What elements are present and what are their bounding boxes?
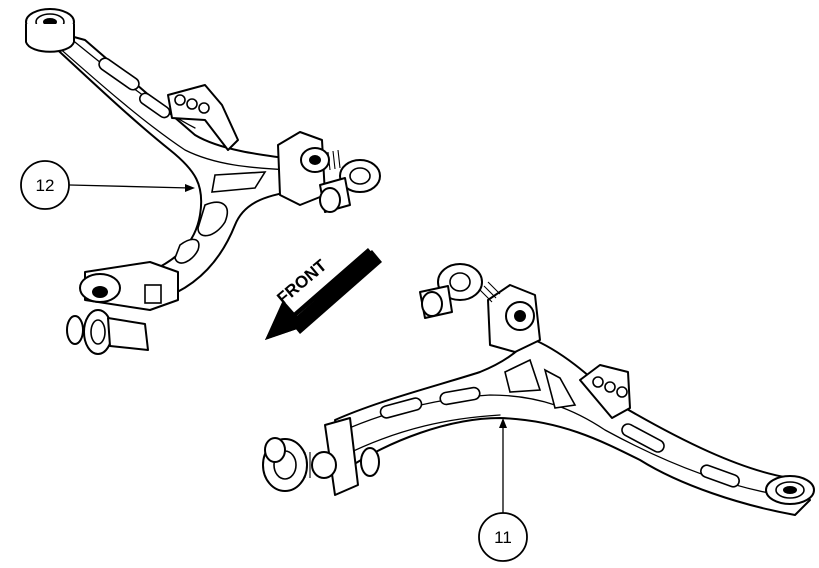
leader-arrowhead-11 bbox=[499, 418, 507, 428]
leader-arrowhead-12 bbox=[185, 184, 195, 192]
callout-number-11: 11 bbox=[494, 528, 512, 547]
callout-circle-12 bbox=[20, 160, 70, 210]
front-direction-arrow bbox=[265, 248, 382, 340]
callout-number-12: 12 bbox=[36, 176, 55, 195]
control-arm-11 bbox=[262, 263, 815, 516]
callout-11: 11 bbox=[478, 418, 528, 562]
leader-line-12 bbox=[69, 184, 191, 189]
control-arm-12 bbox=[25, 8, 381, 355]
callout-circle-11 bbox=[478, 512, 528, 562]
callout-12: 12 bbox=[20, 160, 195, 210]
